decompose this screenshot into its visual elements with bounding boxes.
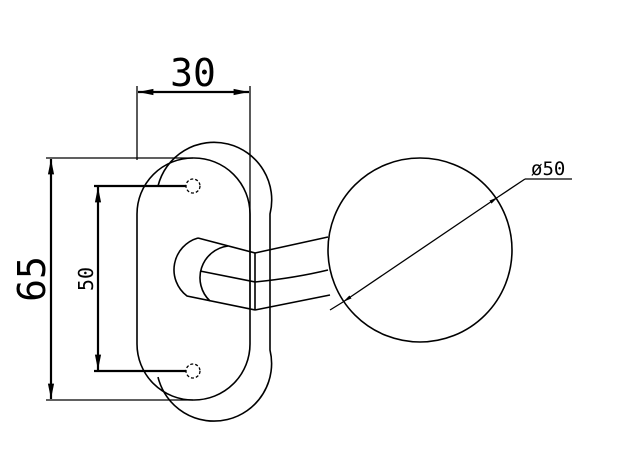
dimension-text-width: 30 [170, 51, 216, 95]
dimension-text-height: 65 [10, 256, 54, 302]
dimension-knob-diameter: ø50 [329, 158, 572, 311]
dimension-text-hole-spacing: 50 [74, 267, 98, 291]
dimension-width-30: 30 [136, 51, 251, 308]
rose-plate-front-outline [136, 157, 251, 401]
mounting-hole-bottom [185, 363, 201, 379]
handle-neck-outer [173, 237, 256, 311]
leader-tail [329, 301, 344, 311]
handle-lever [173, 236, 331, 311]
diameter-line [342, 196, 499, 303]
mounting-hole-top [185, 178, 201, 194]
leader-extension [497, 178, 526, 198]
dimension-text-diameter: ø50 [531, 158, 565, 180]
dimension-hole-spacing-50: 50 [74, 184, 186, 373]
handle-neck-midline [199, 270, 256, 283]
lever-arm-bottom-edge [254, 294, 331, 311]
knob-circle [327, 157, 513, 343]
dimension-height-65: 65 [10, 157, 193, 401]
rose-plate-back-outline [157, 141, 273, 422]
lever-arm-midline [254, 269, 329, 283]
lever-arm-top-edge [254, 236, 329, 254]
handle-neck-inner [199, 245, 229, 302]
